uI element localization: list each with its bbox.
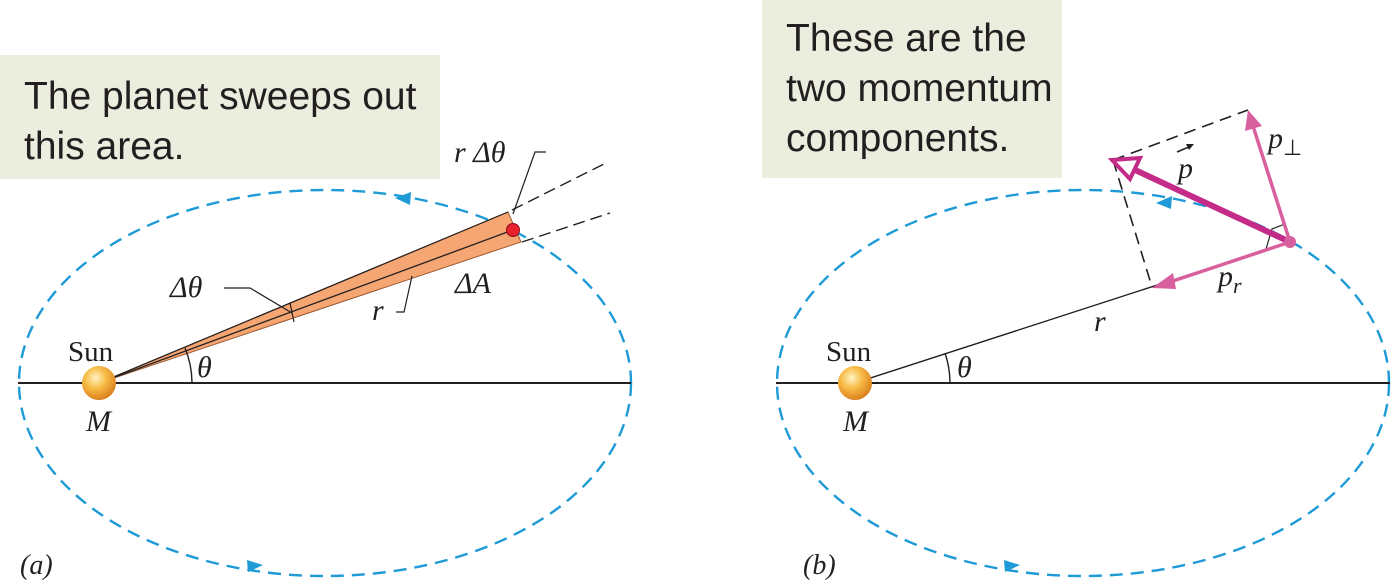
theta-arc-b: [944, 352, 951, 384]
label-sun-a: Sun: [68, 336, 114, 368]
sun-a: [82, 366, 116, 400]
label-theta-b: θ: [957, 351, 972, 384]
label-p-perp: p⊥: [1266, 122, 1302, 160]
label-M-a: M: [85, 405, 113, 438]
callout-a-line2: this area.: [24, 125, 185, 168]
orbit-direction-arrow-b-top: [1156, 196, 1172, 209]
extension-dash-upper: [511, 163, 605, 211]
leader-r-dtheta: [512, 151, 546, 215]
extension-dash-lower: [521, 212, 611, 243]
callout-a-line1: The planet sweeps out: [24, 75, 417, 118]
label-r-dtheta: r Δθ: [454, 136, 506, 169]
component-rectangle: [1112, 109, 1249, 161]
leader-dtheta: [224, 287, 293, 314]
label-r-a: r: [372, 294, 384, 327]
callout-b-line1: These are the: [786, 17, 1027, 60]
p-overarrow-head: [1186, 144, 1194, 150]
tick-dtheta: [289, 302, 295, 323]
label-p: p: [1176, 152, 1193, 185]
p-r-vector: [1169, 240, 1291, 284]
radius-line-a2: [98, 211, 509, 384]
label-r-b: r: [1094, 305, 1106, 338]
leader-r-a: [396, 275, 413, 313]
label-dA: ΔA: [454, 267, 492, 300]
panel-b: p p⊥ pr r Sun M θ (b): [775, 109, 1391, 581]
orbit-direction-arrow-a-bottom: [247, 560, 263, 572]
p-perp-vector: [1251, 125, 1292, 243]
radius-line-a: [98, 229, 514, 384]
component-rectangle-left: [1112, 159, 1153, 288]
panel-label-b: (b): [803, 550, 836, 581]
planet-a: [506, 223, 520, 237]
planet-b: [1284, 236, 1296, 248]
momentum-vector: [1131, 166, 1292, 245]
callout-momentum-components: These are the two momentum components.: [762, 0, 1062, 178]
orbit-direction-arrow-b-bottom: [1004, 560, 1020, 572]
p-r-arrowhead: [1152, 273, 1176, 289]
label-p-r: pr: [1216, 260, 1242, 298]
panel-a: r Δθ Δθ r ΔA Sun M θ (a): [17, 136, 633, 581]
callout-swept-area: The planet sweeps out this area.: [0, 55, 440, 179]
callout-b-line2: two momentum: [786, 67, 1053, 110]
sun-b: [838, 366, 872, 400]
label-sun-b: Sun: [826, 336, 872, 368]
callout-b-line3: components.: [786, 117, 1010, 160]
orbit-direction-arrow-a-top: [395, 192, 411, 205]
label-dtheta: Δθ: [169, 271, 203, 304]
label-M-b: M: [842, 405, 870, 438]
p-perp-arrowhead: [1245, 110, 1262, 131]
label-theta-a: θ: [197, 351, 212, 384]
right-angle-marker: [1265, 223, 1286, 250]
momentum-arrowhead: [1107, 155, 1144, 183]
panel-label-a: (a): [20, 550, 53, 581]
theta-arc-a: [184, 347, 193, 384]
